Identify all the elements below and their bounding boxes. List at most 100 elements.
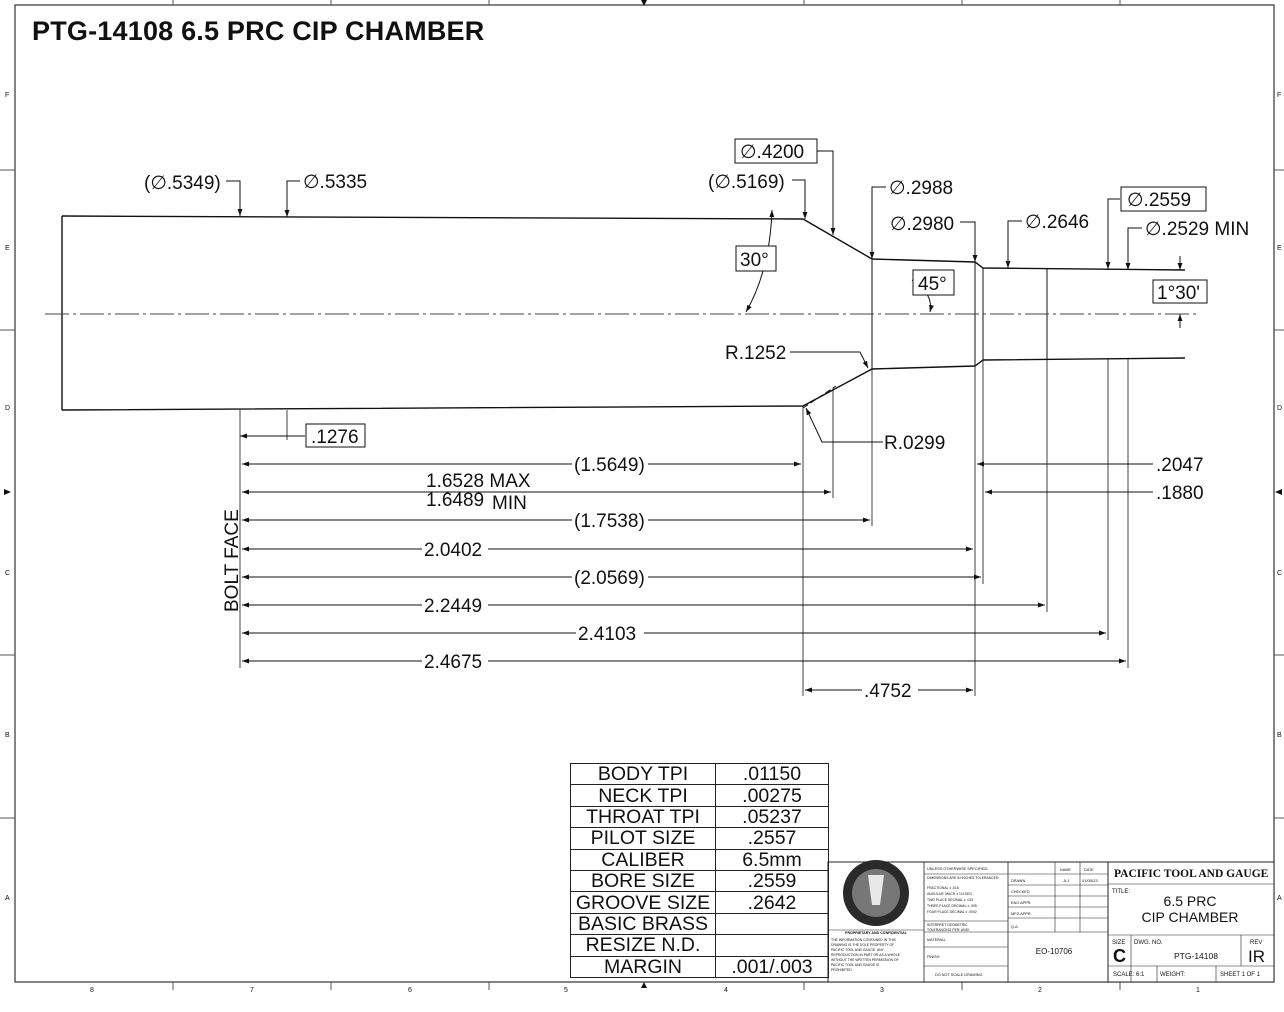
length-24675-label: 2.4675	[424, 652, 482, 673]
spec-value	[715, 934, 829, 957]
zone-label: 8	[90, 987, 94, 994]
spec-label: MARGIN	[570, 955, 716, 978]
center-mark-bottom	[641, 982, 647, 988]
zone-label: 2	[1038, 987, 1042, 994]
profile-top-edge	[61, 215, 1186, 271]
dia-2646-label: ∅.2646	[1025, 212, 1089, 233]
dia-2529-label: ∅.2529 MIN	[1145, 219, 1249, 240]
spec-row: MARGIN.001/.003	[570, 955, 829, 978]
date-col-label: DATE	[1084, 868, 1094, 872]
zone-label: F	[5, 92, 9, 99]
eo-number: EO-10706	[1036, 947, 1073, 956]
spec-value: .001/.003	[715, 955, 829, 978]
extension-lines	[239, 358, 1129, 696]
title-block-text: PACIFIC TOOL AND GAUGE TITLE: 6.5 PRC CI…	[831, 867, 1269, 978]
length-16489-suffix: MIN	[492, 493, 527, 514]
zone-label: 3	[880, 987, 884, 994]
spec-label: BASIC BRASS	[570, 912, 716, 936]
gdt-note: TOLERANCING PER: ANSI	[927, 928, 969, 932]
zone-label: 1	[1196, 987, 1200, 994]
center-mark-right	[1275, 489, 1282, 495]
spec-label: GROOVE SIZE	[570, 891, 716, 914]
proprietary-line: DRAWING IS THE SOLE PROPERTY OF	[831, 943, 894, 947]
zone-label: A	[1277, 895, 1282, 902]
zone-label: B	[5, 732, 10, 739]
zone-label: A	[5, 895, 10, 902]
eng-appr-label: ENG APPR.	[1011, 901, 1031, 905]
radius-1252-label: R.1252	[725, 343, 786, 364]
tolerance-note: TWO PLACE DECIMAL ± .015	[927, 898, 973, 902]
zone-labels: 8 7 6 5 4 3 2 1 F E D C B A F E D C B A	[5, 92, 1282, 994]
drawn-by: JLJ	[1063, 878, 1069, 883]
callout-boxes	[305, 138, 1208, 448]
spec-row: BORE SIZE.2559	[570, 869, 829, 893]
spec-value: .2559	[715, 869, 829, 893]
chamber-profile	[61, 215, 1186, 411]
tolerance-note: ANGULAR: MACH ± 1/4 DEG	[927, 892, 972, 896]
spec-row: GROOVE SIZE.2642	[570, 891, 829, 914]
spec-label: RESIZE N.D.	[570, 934, 716, 957]
angle-45-label: 45°	[918, 274, 947, 295]
rev-label: REV	[1250, 940, 1262, 946]
title-label: TITLE:	[1112, 889, 1130, 895]
dia-5335-label: ∅.5335	[303, 172, 367, 193]
spec-row: NECK TPI.00275	[570, 784, 829, 807]
spec-value: 6.5mm	[715, 848, 829, 871]
tolerance-note: THREE PLACE DECIMAL ± .005	[927, 904, 977, 908]
spec-row: BODY TPI.01150	[570, 762, 829, 786]
spec-label: NECK TPI	[570, 784, 716, 807]
angle-30-label: 30°	[740, 250, 769, 271]
length-15649-label: (1.5649)	[574, 455, 645, 476]
no-scale-note: DO NOT SCALE DRAWING	[935, 973, 983, 977]
zone-label: B	[1277, 732, 1282, 739]
spec-row: PILOT SIZE.2557	[570, 827, 829, 850]
zone-label: 7	[250, 987, 254, 994]
spec-value: .05237	[715, 805, 829, 829]
sheet-count: SHEET 1 OF 1	[1220, 972, 1261, 978]
dia-5349-label: (∅.5349)	[144, 173, 221, 194]
zone-ticks	[0, 0, 1284, 990]
length-2047-label: .2047	[1156, 455, 1204, 476]
dia-5169-label: (∅.5169)	[708, 172, 785, 193]
proprietary-line: REPRODUCTION IN PART OR AS A WHOLE	[831, 953, 901, 957]
dimension-text: (∅.5349) ∅.5335 ∅.4200 (∅.5169) ∅.2988 ∅…	[144, 142, 1249, 702]
title-block: PACIFIC TOOL AND GAUGE TITLE: 6.5 PRC CI…	[827, 860, 1275, 983]
zone-label: D	[5, 405, 10, 412]
zone-label: 5	[564, 987, 568, 994]
dia-4200-label: ∅.4200	[740, 142, 804, 163]
tolerance-note: FOUR PLACE DECIMAL ± .0002	[927, 910, 977, 914]
center-mark-left	[4, 489, 11, 495]
material-label: MATERIAL	[927, 938, 946, 942]
sheet-size: C	[1113, 946, 1126, 966]
zone-label: 4	[724, 987, 728, 994]
zone-label: F	[1277, 92, 1281, 99]
proprietary-line: WITHOUT THE WRITTEN PERMISSION OF	[831, 958, 899, 962]
length-20569-label: (2.0569)	[574, 568, 645, 589]
spec-label: BORE SIZE	[570, 869, 716, 893]
dia-2988-label: ∅.2988	[889, 178, 953, 199]
spec-value: .2557	[715, 827, 829, 850]
spec-row: BASIC BRASS	[570, 912, 829, 936]
dimension-lines	[240, 433, 1153, 693]
gdt-note: INTERPRET GEOMETRIC	[927, 923, 968, 927]
zone-label: E	[1277, 245, 1282, 252]
part-title-line2: CIP CHAMBER	[1142, 909, 1239, 925]
zone-label: D	[1277, 405, 1282, 412]
finish-label: FINISH	[927, 955, 940, 959]
company-name: PACIFIC TOOL AND GAUGE	[1114, 868, 1269, 880]
dwg-no-label: DWG. NO.	[1134, 940, 1163, 946]
part-title-line1: 6.5 PRC	[1164, 893, 1217, 909]
spec-row: THROAT TPI.05237	[570, 805, 829, 829]
unless-note: UNLESS OTHERWISE SPECIFIED:	[927, 867, 988, 871]
spec-value: .00275	[715, 784, 829, 807]
revision: IR	[1248, 947, 1265, 966]
proprietary-heading: PROPRIETARY AND CONFIDENTIAL	[845, 931, 908, 935]
spec-label: PILOT SIZE	[570, 827, 716, 850]
drawn-date: 01/05/23	[1082, 878, 1098, 883]
proprietary-line: PACIFIC TOOL AND GAUGE. ANY	[831, 948, 885, 952]
dwg-no: PTG-14108	[1174, 951, 1218, 961]
